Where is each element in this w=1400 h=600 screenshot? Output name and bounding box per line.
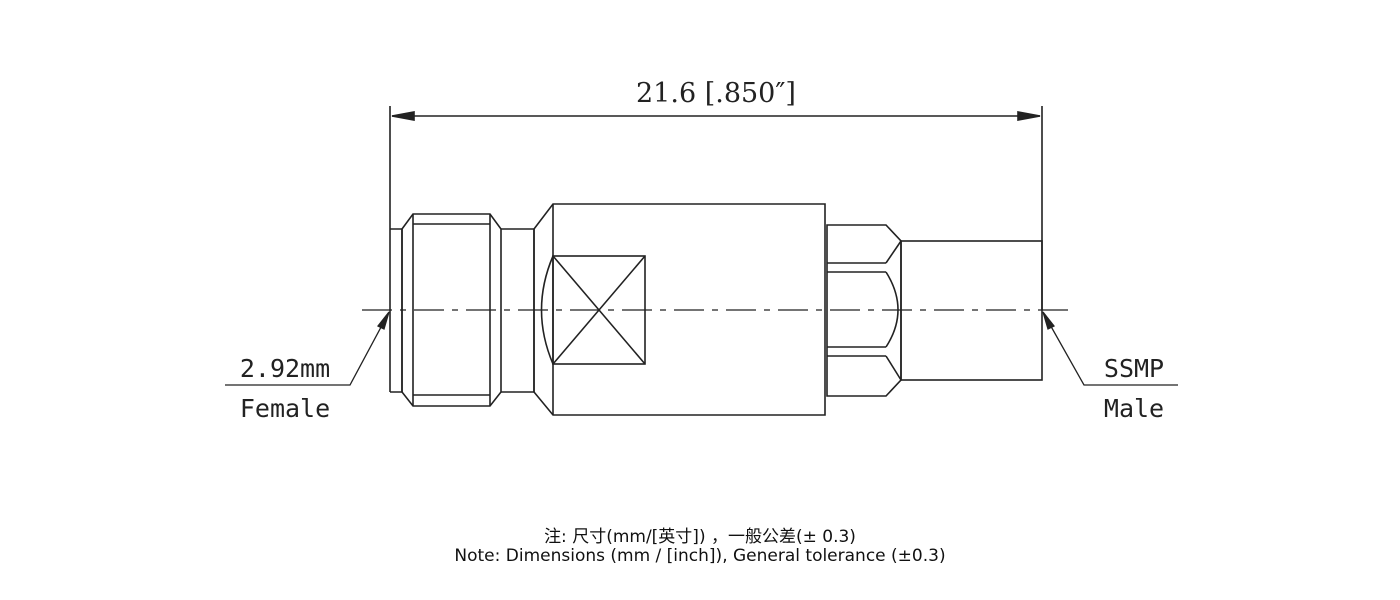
overall-length-label: 21.6 [.850″]	[636, 78, 796, 109]
left-port-size: 2.92mm	[240, 354, 330, 383]
left-port-gender: Female	[240, 394, 330, 423]
right-port-gender: Male	[1104, 394, 1164, 423]
note-chinese: 注: 尺寸(mm/[英寸]) ，一般公差(± 0.3)	[544, 527, 856, 547]
right-port-size: SSMP	[1104, 354, 1164, 383]
left-leader	[225, 311, 390, 386]
male-body	[900, 240, 1043, 381]
main-body	[533, 203, 826, 416]
right-leader	[1042, 311, 1178, 386]
note-english: Note: Dimensions (mm / [inch]), General …	[454, 546, 946, 566]
overall-dimension-line	[391, 111, 1041, 121]
